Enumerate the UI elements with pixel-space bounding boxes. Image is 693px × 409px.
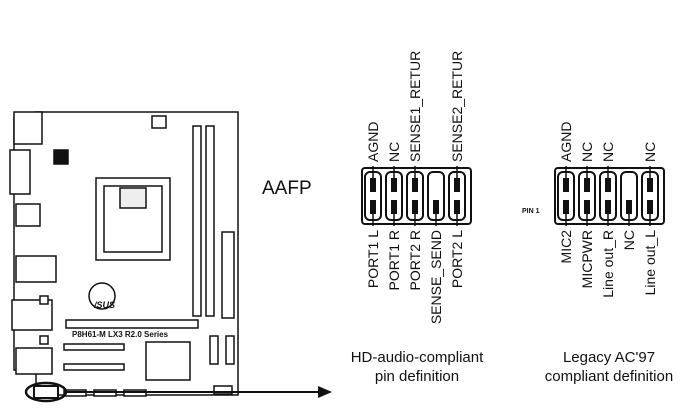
bottom-pin-label: PORT2 L (449, 230, 465, 288)
bottom-pin-label: PORT2 R (407, 230, 423, 290)
top-pin-label: SENSE2_RETUR (449, 51, 465, 162)
legacy-caption-line1: Legacy AC'97 (562, 349, 656, 366)
pin-top (563, 178, 569, 192)
bottom-pin-label: SENSE_SEND (428, 230, 444, 324)
pin-bottom (584, 200, 590, 214)
top-pin-label: AGND (365, 122, 381, 162)
pin-bottom (626, 200, 632, 214)
board-logo: /SUS (94, 300, 116, 310)
pin-top (454, 178, 460, 192)
top-pin-label: SENSE1_RETUR (407, 51, 423, 162)
top-pin-label: NC (642, 142, 658, 162)
pin-bottom (391, 200, 397, 214)
pin-bottom (370, 200, 376, 214)
pin-top (605, 178, 611, 192)
pin-top (370, 178, 376, 192)
aafp-title: AAFP (262, 178, 312, 199)
pin-bottom (433, 200, 439, 214)
hd-audio-header: AGND PORT1 L NC PORT1 R SENSE1_RETUR PORT2 R S… (361, 51, 472, 324)
board-model-label: P8H61-M LX3 R2.0 Series (72, 330, 169, 339)
pin-bottom (563, 200, 569, 214)
top-pin-label: NC (386, 142, 402, 162)
bottom-pin-label: PORT1 L (365, 230, 381, 288)
hd-audio-caption-line1: HD-audio-compliant (350, 349, 484, 366)
bottom-pin-label: NC (621, 230, 637, 250)
bottom-pin-label: MICPWR (579, 230, 595, 288)
hd-audio-caption-line2: pin definition (374, 368, 460, 385)
bottom-pin-label: MIC2 (558, 230, 574, 264)
pin1-label: PIN 1 (522, 208, 540, 215)
pin-bottom (647, 200, 653, 214)
bottom-pin-label: PORT1 R (386, 230, 402, 290)
top-pin-label: AGND (558, 122, 574, 162)
top-pin-label: NC (579, 142, 595, 162)
pin-bottom (605, 200, 611, 214)
bottom-pin-label: Line out_R (600, 230, 616, 298)
pin-top (391, 178, 397, 192)
pin-bottom (412, 200, 418, 214)
top-pin-label: NC (600, 142, 616, 162)
pin-top (647, 178, 653, 192)
pin-top (584, 178, 590, 192)
motherboard-outline (9, 111, 239, 403)
hd-audio-caption: HD-audio-compliant pin definition (336, 348, 498, 386)
pin-bottom (454, 200, 460, 214)
pointer-arrow (66, 386, 332, 398)
legacy-caption: Legacy AC'97 compliant definition (524, 348, 693, 386)
legacy-caption-line2: compliant definition (544, 368, 674, 385)
pin-top (412, 178, 418, 192)
bottom-pin-label: Line out_L (642, 230, 658, 296)
